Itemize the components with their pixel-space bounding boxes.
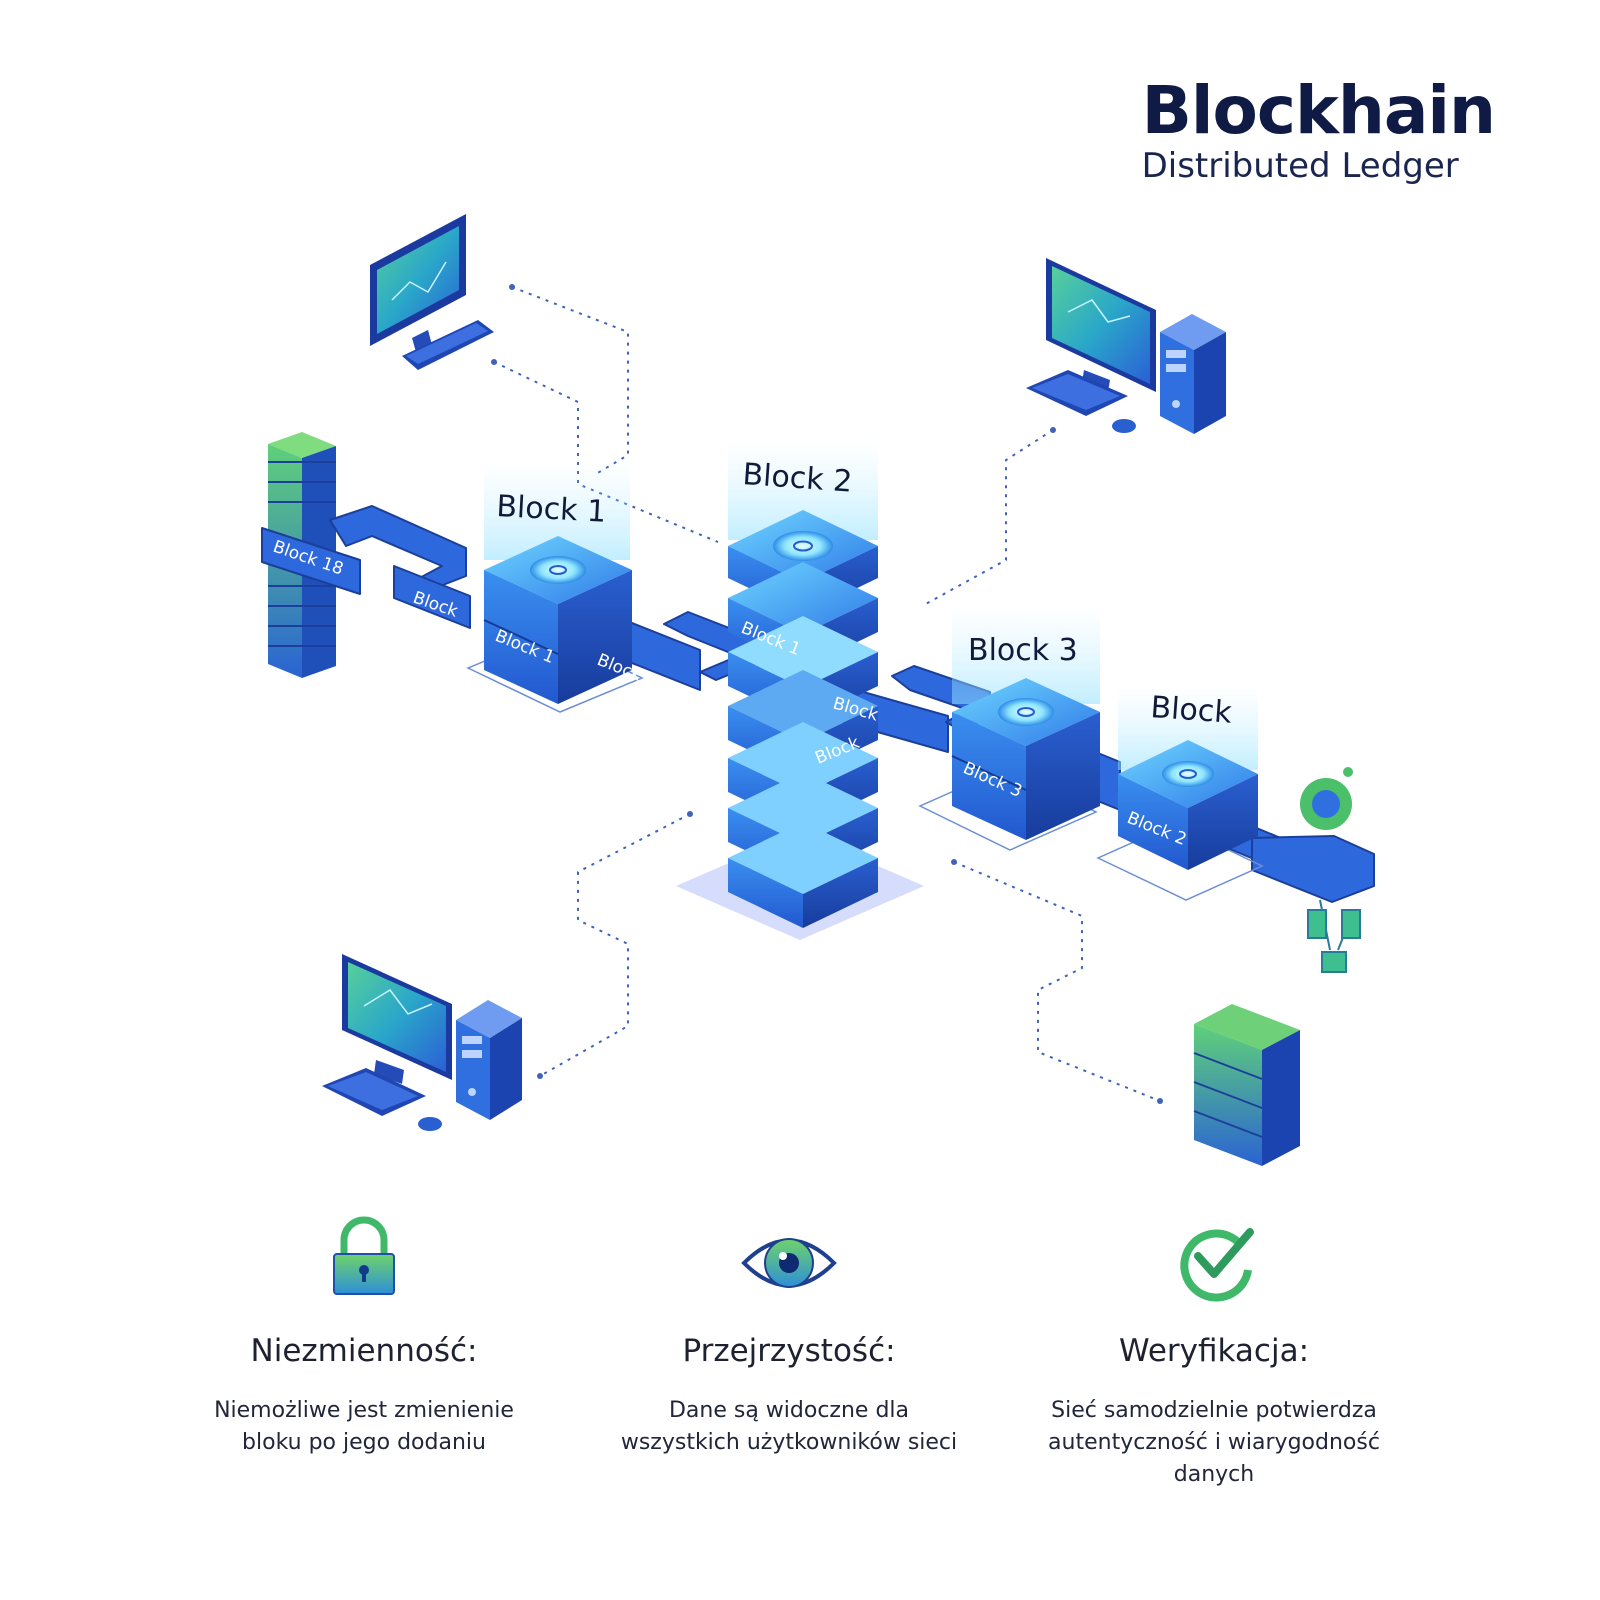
checkmark-icon	[1180, 1228, 1254, 1302]
eye-icon	[741, 1238, 837, 1288]
block-4-cube	[1096, 686, 1264, 901]
block-2-tower	[676, 440, 924, 940]
brand-header: Blockhain Distributed Ledger	[1141, 72, 1496, 187]
server-rack-icon	[1193, 1004, 1300, 1166]
connection-line	[921, 429, 1054, 607]
page-title: Blockhain	[1141, 72, 1496, 149]
desktop-computer-icon	[322, 954, 522, 1131]
feature-title: Przejrzystość:	[682, 1333, 896, 1369]
chain-link	[393, 565, 471, 629]
block-1-cube	[466, 460, 644, 713]
block-4-title: Block	[1149, 690, 1233, 731]
connection-line	[511, 286, 629, 475]
block-2-title: Block 2	[741, 457, 853, 500]
monitor-icon	[370, 214, 494, 370]
feature-description: Niemożliwe jest zmienienie bloku po jego…	[214, 1398, 514, 1455]
connection-line	[493, 361, 719, 543]
chain-link	[261, 527, 361, 595]
block-3-title: Block 3	[968, 633, 1078, 668]
feature-transparency: Przejrzystość: Dane są widoczne dla wszy…	[619, 1225, 959, 1459]
feature-title: Niezmienność:	[250, 1333, 478, 1369]
feature-description: Dane są widoczne dla wszystkich użytkown…	[620, 1398, 958, 1455]
node-cluster-icon	[1307, 899, 1361, 973]
desktop-computer-icon	[1026, 258, 1226, 434]
block-3-cube	[918, 604, 1100, 851]
gear-icon	[1300, 767, 1353, 830]
connection-line	[539, 813, 691, 1077]
network-connections	[493, 286, 1161, 1102]
connection-line	[953, 861, 1161, 1102]
feature-description: Sieć samodzielnie potwierdza autentyczno…	[1048, 1398, 1380, 1487]
feature-immutability: Niezmienność: Niemożliwe jest zmienienie…	[194, 1225, 534, 1459]
connection-arrowheads	[491, 284, 1163, 1104]
chain-link	[1251, 835, 1375, 903]
feature-title: Weryfikacja:	[1118, 1333, 1310, 1369]
block-1-title: Block 1	[496, 489, 607, 530]
page-subtitle: Distributed Ledger	[1141, 146, 1459, 186]
feature-verification: Weryfikacja: Sieć samodzielnie potwierdz…	[1044, 1225, 1384, 1491]
padlock-icon	[333, 1216, 395, 1295]
